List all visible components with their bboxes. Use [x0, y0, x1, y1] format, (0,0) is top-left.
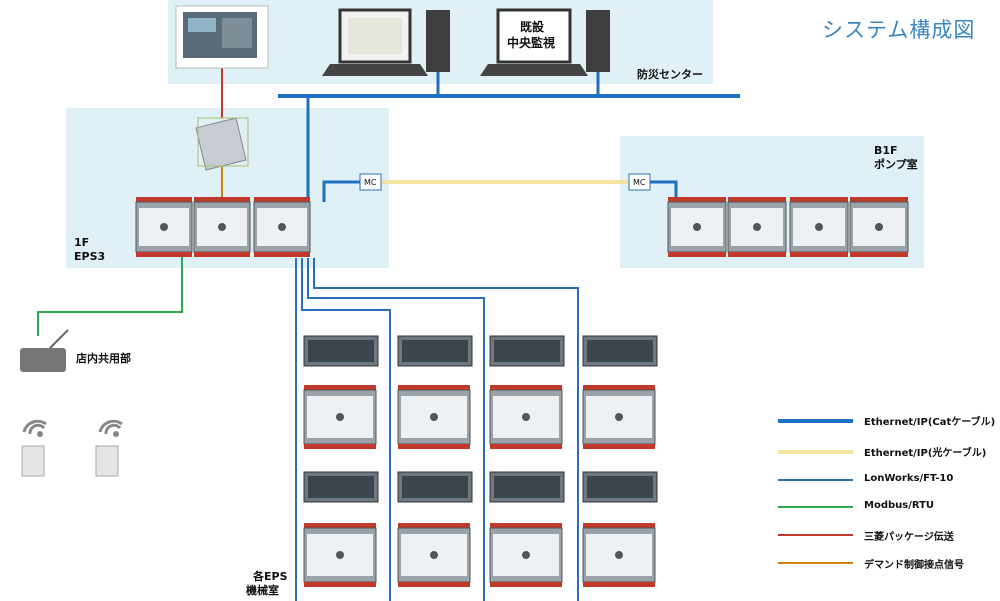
mc-label-right: MC	[633, 178, 646, 187]
mc-box-left	[359, 173, 382, 191]
legend-item: LonWorks/FT-10	[778, 470, 1000, 490]
io-module	[582, 335, 658, 367]
monitor-left	[322, 8, 450, 76]
io-module	[303, 523, 377, 587]
io-module	[303, 385, 377, 449]
io-module	[582, 385, 656, 449]
store-label: 店内共用部	[76, 352, 131, 365]
io-module	[397, 385, 471, 449]
monitor-text-line1: 既設	[520, 20, 545, 34]
controller-rack-b1f	[667, 197, 909, 257]
controller-rack-1f	[135, 197, 311, 257]
modbus-line	[37, 256, 183, 336]
legend-item: Ethernet/IP(光ケーブル)	[778, 441, 1000, 461]
mc-box-right	[628, 173, 651, 191]
io-module	[397, 335, 473, 367]
controller-module	[135, 197, 193, 257]
mc-label-left: MC	[364, 178, 377, 187]
io-module	[489, 385, 563, 449]
legend-item: 三菱パッケージ伝送	[778, 525, 1000, 545]
controller-module	[789, 197, 849, 257]
io-module	[582, 471, 658, 503]
b1f-label-2: ポンプ室	[874, 158, 918, 171]
io-module	[397, 523, 471, 587]
monitor-right	[480, 8, 610, 76]
controller-module	[667, 197, 727, 257]
io-module	[489, 471, 565, 503]
io-module	[582, 523, 656, 587]
controller-box	[195, 117, 249, 171]
controller-module	[253, 197, 311, 257]
wifi-sensor-2	[95, 419, 123, 477]
eps-modules	[303, 335, 658, 587]
legend-item: デマンド制御接点信号	[778, 553, 1000, 573]
controller-module	[849, 197, 909, 257]
monitor-text-line2: 中央監視	[507, 36, 556, 50]
store-device	[20, 329, 69, 372]
controller-module	[193, 197, 251, 257]
center-label: 防災センター	[637, 68, 703, 81]
io-module	[489, 335, 565, 367]
legend-item: Modbus/RTU	[778, 497, 1000, 517]
io-module	[303, 335, 379, 367]
eps3-label-1: 1F	[74, 236, 90, 249]
eps3-label-2: EPS3	[74, 250, 106, 263]
diagram-title: システム構成図	[822, 18, 976, 42]
legend-item: Ethernet/IP(Catケーブル)	[778, 410, 1000, 430]
touch-panel	[175, 5, 269, 69]
io-module	[489, 523, 563, 587]
wifi-sensor-1	[21, 419, 47, 477]
io-module	[397, 471, 473, 503]
lonworks-lines	[295, 258, 579, 601]
eps-label-2: 機械室	[246, 584, 279, 597]
io-module	[303, 471, 379, 503]
eps-label-1: 各EPS	[253, 570, 288, 583]
b1f-label-1: B1F	[874, 144, 898, 157]
controller-module	[727, 197, 787, 257]
